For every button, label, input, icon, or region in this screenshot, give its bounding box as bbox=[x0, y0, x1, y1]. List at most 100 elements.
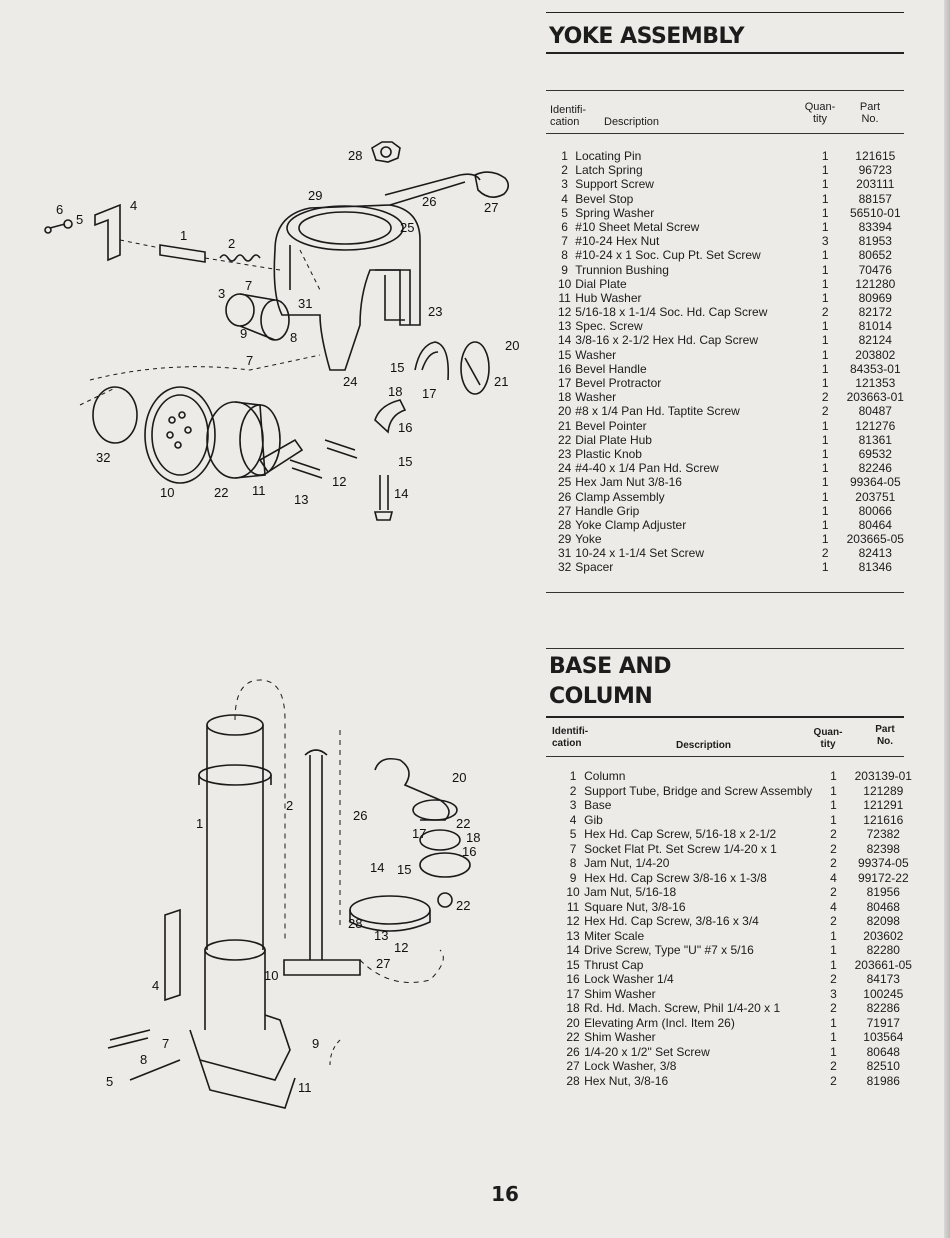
callout: 20 bbox=[505, 338, 519, 353]
page-edge-shadow bbox=[944, 0, 950, 1238]
identification-cell: 18 bbox=[566, 1001, 580, 1015]
part-number-cell: 203663-01 bbox=[846, 390, 904, 405]
description-cell: Thrust Cap bbox=[584, 957, 644, 972]
part-number-cell: 71917 bbox=[866, 1015, 900, 1030]
quantity-cell: 1 bbox=[821, 361, 829, 376]
base-header-desc: Description bbox=[676, 740, 732, 751]
base-title-2: COLUMN bbox=[549, 684, 653, 709]
callout: 15 bbox=[397, 862, 411, 877]
part-number-cell: 82280 bbox=[866, 943, 900, 957]
part-number-cell: 80066 bbox=[858, 503, 892, 518]
part-number-cell: 80652 bbox=[858, 248, 892, 263]
identification-cell: 24 bbox=[557, 461, 572, 476]
description-cell: Miter Scale bbox=[584, 928, 645, 943]
identification-cell: 18 bbox=[557, 390, 572, 405]
part-number-cell: 203139-01 bbox=[854, 769, 912, 783]
quantity-cell: 1 bbox=[830, 1030, 837, 1044]
identification-cell: 1 bbox=[561, 149, 568, 163]
part-number-cell: 82246 bbox=[858, 461, 892, 476]
description-cell: #4-40 x 1/4 Pan Hd. Screw bbox=[575, 461, 719, 476]
identification-cell: 11 bbox=[566, 899, 580, 914]
identification-cell: 14 bbox=[557, 333, 572, 348]
identification-cell: 12 bbox=[557, 305, 572, 320]
description-cell: 3/8-16 x 2-1/2 Hex Hd. Cap Screw bbox=[575, 333, 759, 348]
part-number-cell: 82413 bbox=[858, 546, 892, 561]
description-cell: Trunnion Bushing bbox=[575, 262, 669, 277]
identification-cell: 15 bbox=[566, 957, 580, 972]
description-cell: Bevel Pointer bbox=[575, 418, 647, 433]
callout: 17 bbox=[422, 386, 436, 401]
quantity-cell: 3 bbox=[830, 986, 837, 1001]
identification-cell: 6 bbox=[561, 219, 568, 234]
quantity-cell: 1 bbox=[821, 333, 829, 348]
callout: 13 bbox=[374, 928, 388, 943]
rule bbox=[546, 648, 904, 649]
identification-cell: 10 bbox=[566, 885, 580, 899]
quantity-cell: 2 bbox=[830, 841, 837, 856]
description-cell: Latch Spring bbox=[575, 163, 643, 178]
callout: 26 bbox=[353, 808, 367, 823]
identification-cell: 29 bbox=[557, 532, 572, 547]
callout: 13 bbox=[294, 492, 308, 507]
identification-cell: 28 bbox=[557, 517, 572, 532]
callout: 22 bbox=[456, 898, 470, 913]
quantity-cell: 1 bbox=[821, 205, 829, 220]
callout: 15 bbox=[390, 360, 404, 375]
description-cell: Drive Screw, Type "U" #7 x 5/16 bbox=[584, 943, 754, 957]
description-cell: #8 x 1/4 Pan Hd. Taptite Screw bbox=[575, 404, 740, 419]
quantity-cell: 1 bbox=[830, 1044, 837, 1059]
description-cell: Elevating Arm (Incl. Item 26) bbox=[584, 1015, 735, 1030]
callout: 8 bbox=[140, 1052, 147, 1067]
part-number-cell: 203111 bbox=[856, 177, 895, 192]
part-number-cell: 203802 bbox=[855, 347, 896, 362]
description-cell: Dial Plate bbox=[575, 276, 627, 291]
part-number-cell: 88157 bbox=[858, 191, 892, 206]
description-cell: Lock Washer, 3/8 bbox=[584, 1059, 677, 1073]
callout: 23 bbox=[428, 304, 442, 319]
quantity-cell: 1 bbox=[821, 191, 829, 206]
part-number-cell: 121615 bbox=[855, 149, 896, 163]
base-column-diagram: 20 1 2 26 17 22 18 16 14 15 22 28 13 12 … bbox=[106, 679, 480, 1109]
callout: 10 bbox=[264, 968, 278, 983]
identification-cell: 4 bbox=[561, 191, 568, 206]
callout: 16 bbox=[462, 844, 476, 859]
quantity-cell: 1 bbox=[821, 461, 829, 476]
quantity-cell: 1 bbox=[830, 957, 837, 972]
rule bbox=[546, 90, 904, 91]
quantity-cell: 1 bbox=[821, 319, 829, 334]
callout: 2 bbox=[286, 798, 293, 813]
callout: 26 bbox=[422, 194, 436, 209]
identification-cell: 26 bbox=[557, 489, 572, 504]
identification-cell: 16 bbox=[566, 972, 580, 986]
callout: 11 bbox=[298, 1080, 312, 1095]
description-cell: Bevel Handle bbox=[575, 361, 647, 376]
description-cell: 1/4-20 x 1/2" Set Screw bbox=[584, 1044, 710, 1059]
description-cell: Hex Hd. Cap Screw, 3/8-16 x 3/4 bbox=[584, 914, 759, 928]
identification-cell: 7 bbox=[561, 234, 568, 249]
description-cell: Bevel Stop bbox=[575, 191, 634, 206]
description-cell: Hex Jam Nut 3/8-16 bbox=[575, 475, 682, 490]
part-number-cell: 121353 bbox=[855, 376, 896, 390]
description-cell: Support Screw bbox=[575, 177, 654, 192]
identification-cell: 17 bbox=[566, 986, 580, 1001]
description-cell: Spacer bbox=[575, 560, 614, 575]
callout: 29 bbox=[308, 188, 322, 203]
base-header-qty: Quan- tity bbox=[813, 727, 843, 750]
identification-cell: 17 bbox=[557, 376, 572, 390]
